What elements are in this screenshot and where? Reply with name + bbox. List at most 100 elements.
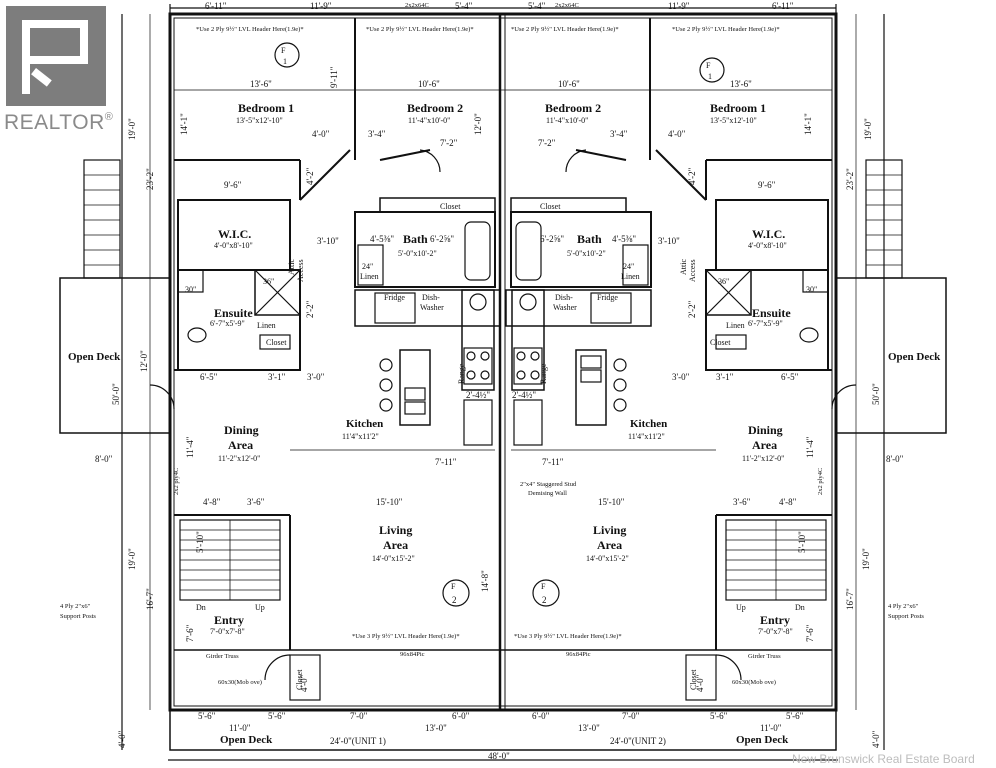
dim-label: 5'-6" bbox=[710, 711, 728, 721]
dim-label: 11'-4" bbox=[185, 436, 195, 458]
room-label: Bath bbox=[577, 232, 602, 246]
dim-label: 4'-8" bbox=[779, 497, 797, 507]
dim-label: 15'-10" bbox=[376, 497, 403, 507]
marker-number: 2 bbox=[542, 595, 547, 605]
girder-note: Girder Truss bbox=[748, 653, 781, 660]
room-size: 7'-0"x7'-8" bbox=[210, 627, 245, 636]
appliance-label: Dish- bbox=[422, 293, 440, 302]
room-size: 11'-2"x12'-0" bbox=[218, 454, 261, 463]
room-label: Bedroom 1 bbox=[710, 101, 767, 115]
dim-label: 5'-6" bbox=[268, 711, 286, 721]
dim-label: 2'-4½" bbox=[466, 390, 491, 400]
header-note: *Use 3 Ply 9½" LVL Header Here(1.9e)* bbox=[352, 633, 460, 640]
room-label: Open Deck bbox=[888, 351, 941, 363]
linen-size: 24" bbox=[623, 262, 635, 271]
cabinet-label: 30" bbox=[185, 285, 197, 294]
dim-label: 4'-8" bbox=[203, 497, 221, 507]
dim-label: 2'-2" bbox=[687, 300, 697, 318]
stair-dn: Dn bbox=[196, 603, 206, 612]
room-size: 13'-5"x12'-10" bbox=[710, 116, 757, 125]
unit-dim: 24'-0"(UNIT 2) bbox=[610, 736, 666, 746]
marker-number: 2 bbox=[452, 595, 457, 605]
room-size: 14'-0"x15'-2" bbox=[372, 554, 415, 563]
attic-label: Access bbox=[296, 259, 305, 282]
girder-note: Girder Truss bbox=[206, 653, 239, 660]
dim-label: 3'-1" bbox=[716, 372, 734, 382]
room-label: Kitchen bbox=[346, 418, 384, 430]
room-size: 11'4"x11'2" bbox=[342, 432, 379, 441]
board-watermark: New Brunswick Real Estate Board bbox=[792, 752, 975, 766]
room-label: Entry bbox=[214, 613, 244, 627]
room-size: 11'-4"x10'-0" bbox=[408, 116, 451, 125]
room-label: Open Deck bbox=[68, 351, 121, 363]
dim-label: 15'-10" bbox=[598, 497, 625, 507]
stair-up: Up bbox=[736, 603, 746, 612]
room-label: Bath bbox=[403, 232, 428, 246]
dim-label: 2'-2" bbox=[305, 300, 315, 318]
dim-label: 7'-11" bbox=[435, 457, 457, 467]
dim-label: 5'-6" bbox=[786, 711, 804, 721]
dim-label: 5'-4" bbox=[455, 1, 473, 11]
dim-label: 14'-1" bbox=[179, 113, 189, 135]
dim-label: 7'-2" bbox=[440, 138, 458, 148]
dim-label: 7'-0" bbox=[622, 711, 640, 721]
dim-label: 11'-4" bbox=[805, 436, 815, 458]
ply-note: 2x2x64C bbox=[555, 2, 579, 9]
dim-label: 3'-0" bbox=[307, 372, 325, 382]
room-label: Ensuite bbox=[752, 306, 791, 320]
dim-label: 3'-6" bbox=[247, 497, 265, 507]
dim-label: 12'-0" bbox=[139, 350, 149, 372]
room-label: Bedroom 1 bbox=[238, 101, 295, 115]
demising-note: Demising Wall bbox=[528, 490, 567, 497]
appliance-label: Range bbox=[539, 363, 548, 384]
room-size: 11'-2"x12'-0" bbox=[742, 454, 785, 463]
dim-label: 50'-0" bbox=[871, 383, 881, 405]
dim-label: 7'-6" bbox=[185, 624, 195, 642]
dim-label: 4'-5⅜" bbox=[612, 234, 637, 244]
room-label: Living bbox=[379, 523, 413, 537]
dim-label: 50'-0" bbox=[111, 383, 121, 405]
dim-label: 5'-6" bbox=[198, 711, 216, 721]
dim-label: 5'-10" bbox=[195, 531, 205, 553]
cabinet-label: 30" bbox=[806, 285, 818, 294]
realtor-logo-icon bbox=[6, 6, 106, 106]
dim-label: 6'-2⅝" bbox=[430, 234, 455, 244]
dim-label: 3'-10" bbox=[317, 236, 339, 246]
closet-label: Closet bbox=[540, 202, 561, 211]
room-size: 14'-0"x15'-2" bbox=[586, 554, 629, 563]
dim-label: 3'-4" bbox=[368, 129, 386, 139]
dim-label: 2'-4½" bbox=[512, 390, 537, 400]
dim-label: 7'-11" bbox=[542, 457, 564, 467]
room-size: 11'-4"x10'-0" bbox=[546, 116, 589, 125]
room-size: 5'-0"x10'-2" bbox=[398, 249, 437, 258]
room-label: Living bbox=[593, 523, 627, 537]
dim-label: 7'-0" bbox=[350, 711, 368, 721]
dim-label: 3'-10" bbox=[658, 236, 680, 246]
posts-note: Support Posts bbox=[60, 613, 96, 620]
dim-label: 19'-0" bbox=[127, 548, 137, 570]
attic-label: Attic bbox=[679, 259, 688, 275]
dim-label: 8'-0" bbox=[886, 454, 904, 464]
dim-label: 6'-0" bbox=[452, 711, 470, 721]
room-label: Area bbox=[228, 438, 254, 452]
door-note: 96x84Pic bbox=[566, 651, 591, 658]
ply-note: 2x2 ply4C bbox=[173, 467, 180, 495]
attic-label: Access bbox=[688, 259, 697, 282]
header-note: *Use 2 Ply 9½" LVL Header Here(1.9e)* bbox=[511, 26, 619, 33]
header-note: *Use 2 Ply 9½" LVL Header Here(1.9e)* bbox=[196, 26, 304, 33]
posts-note: 4 Ply 2"x6" bbox=[888, 603, 919, 610]
room-label: Bedroom 2 bbox=[545, 101, 602, 115]
room-label: Entry bbox=[760, 613, 790, 627]
room-size: 5'-0"x10'-2" bbox=[567, 249, 606, 258]
room-size: 13'-5"x12'-10" bbox=[236, 116, 283, 125]
dim-label: 14'-8" bbox=[480, 570, 490, 592]
dim-label: 4'-0" bbox=[668, 129, 686, 139]
closet-label: Closet bbox=[689, 669, 698, 690]
dim-label: 6'-5" bbox=[781, 372, 799, 382]
room-label: W.I.C. bbox=[752, 227, 786, 241]
header-note: *Use 2 Ply 9½" LVL Header Here(1.9e)* bbox=[672, 26, 780, 33]
dim-label: 9'-11" bbox=[329, 66, 339, 88]
demising-note: 2"x4" Staggered Stud bbox=[520, 481, 577, 488]
appliance-label: Range bbox=[457, 363, 466, 384]
